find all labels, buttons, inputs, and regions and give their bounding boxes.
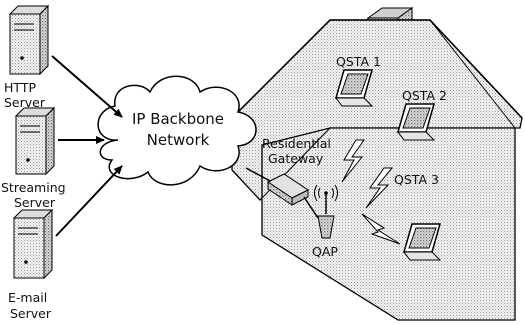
- qap-access-point: [314, 184, 338, 239]
- ip-backbone-cloud: [97, 75, 257, 186]
- qsta-2-label: QSTA 2: [402, 88, 447, 103]
- residential-gateway: [267, 173, 309, 206]
- cloud-label-1: IP Backbone: [132, 110, 224, 128]
- server-email-label-2: Server: [10, 306, 52, 321]
- server-http-label-1: HTTP: [4, 80, 36, 95]
- qap-label: QAP: [312, 244, 338, 259]
- wireless-bolt-3: [361, 213, 401, 245]
- arrow-http-to-cloud: [51, 55, 123, 118]
- link-cloud-to-gateway: [245, 167, 273, 183]
- server-http-label-2: Server: [4, 95, 46, 110]
- link-gateway-to-qap: [303, 196, 319, 219]
- qsta-3-label: QSTA 3: [394, 172, 439, 187]
- house: [231, 7, 523, 321]
- server-streaming-label-1: Streaming: [1, 180, 66, 195]
- laptop-qsta-3: [403, 223, 442, 261]
- server-streaming: [14, 106, 56, 176]
- wireless-bolt-1: [341, 139, 365, 183]
- laptop-qsta-1: [335, 69, 374, 107]
- wireless-bolt-2: [365, 167, 394, 209]
- server-streaming-label-2: Server: [14, 195, 56, 210]
- gateway-label-2: Gateway: [268, 151, 324, 166]
- gateway-label-1: Residential: [262, 136, 331, 151]
- house-front-wall: [261, 127, 516, 321]
- server-email: [12, 208, 54, 280]
- server-email-label-1: E-mail: [8, 290, 47, 305]
- server-http: [8, 4, 50, 76]
- laptop-qsta-2: [397, 103, 436, 141]
- qsta-1-label: QSTA 1: [336, 54, 381, 69]
- arrow-email-to-cloud: [55, 165, 123, 237]
- cloud-label-2: Network: [147, 131, 210, 149]
